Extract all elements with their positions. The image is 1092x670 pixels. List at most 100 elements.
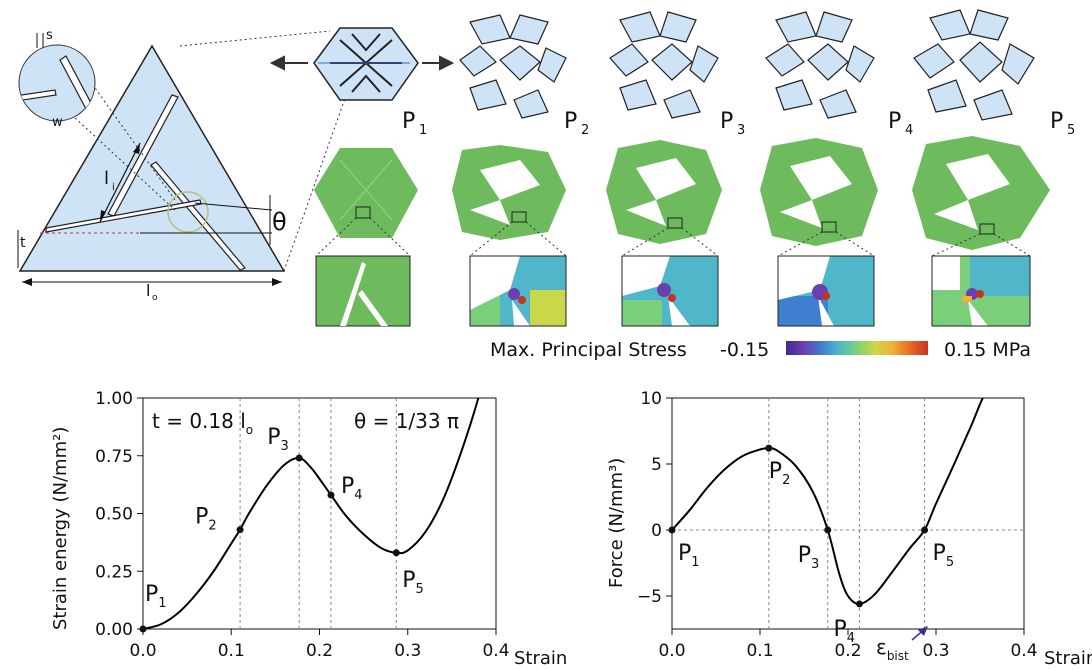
point-p4 [327, 491, 335, 499]
point-p1 [668, 526, 676, 534]
y-tick-label: 10 [640, 389, 662, 409]
annotation-theta: θ = 1/33 π [354, 409, 459, 433]
zoom-box-p4 [777, 255, 875, 327]
stress-maps [314, 136, 1050, 250]
curve-force [672, 398, 984, 605]
hex-pattern-row [269, 9, 1035, 121]
x-tick-label: 0.0 [658, 641, 685, 661]
detail-circle [167, 191, 209, 233]
x-tick-label: 0.3 [922, 641, 949, 661]
point-p5 [921, 526, 929, 534]
lo-label: l [146, 281, 150, 300]
state-labels: P 1 P 2 P 3 P 4 P 5 [402, 109, 1075, 138]
point-p2 [236, 526, 244, 534]
pattern-p2 [459, 14, 567, 119]
li-label: l [104, 168, 109, 189]
x-tick-label: 0.0 [129, 641, 156, 661]
y-tick-label: 0.75 [95, 447, 133, 467]
stress-map-p3 [606, 140, 722, 244]
y-tick-label: 0.00 [95, 620, 133, 640]
stress-map-p1 [314, 148, 418, 238]
y-tick-label: 5 [651, 455, 662, 475]
point-p1 [139, 625, 147, 633]
state-label-p1: P [402, 109, 415, 134]
x-tick-label: 0.1 [746, 641, 773, 661]
schematic: θ l i t l o s w [17, 28, 356, 303]
state-label-p5: P [1050, 109, 1063, 134]
ylabel-a: Strain energy (N/mm²) [50, 427, 71, 630]
x-tick-label: 0.2 [834, 641, 861, 661]
state-sub-p4: 4 [905, 123, 913, 138]
point-p5 [392, 549, 400, 557]
state-sub-p5: 5 [1067, 123, 1075, 138]
annotation-t: t = 0.18 lo [152, 409, 253, 437]
lo-sub: o [152, 293, 158, 303]
eps-bist-annotation: εbist [876, 626, 928, 663]
w-label: w [52, 115, 63, 130]
point-label-p5: P5 [933, 541, 955, 570]
y-tick-label: 1.00 [95, 389, 133, 409]
state-label-p4: P [888, 109, 901, 134]
y-tick-label: 0 [651, 521, 662, 541]
triangle-unit-cell [18, 44, 286, 272]
state-label-p3: P [720, 109, 733, 134]
colorbar-title: Max. Principal Stress [490, 339, 687, 361]
stress-map-p5 [912, 136, 1050, 250]
state-sub-p3: 3 [737, 123, 745, 138]
ticks-b: 0.0 0.1 0.2 0.3 0.4 −5 0 5 10 [637, 389, 1038, 661]
x-tick-label: 0.2 [306, 641, 333, 661]
t-label: t [20, 235, 26, 251]
svg-text:εbist: εbist [876, 635, 909, 663]
point-label-p1: P1 [678, 541, 700, 570]
s-label: s [46, 28, 53, 43]
vlines-a [239, 398, 397, 629]
colorbar: Max. Principal Stress -0.15 0.15 MPa [490, 339, 1031, 361]
point-p3 [295, 454, 303, 462]
point-label-p1: P1 [145, 582, 167, 611]
slit-group [45, 94, 246, 271]
point-label-p2: P2 [195, 505, 217, 534]
ylabel-b: Force (N/mm³) [606, 458, 627, 588]
point-label-p2: P2 [769, 459, 791, 488]
point-p2 [765, 444, 773, 452]
pattern-p5 [913, 9, 1035, 121]
y-tick-label: 0.25 [95, 562, 133, 582]
zoom-box-p1 [315, 255, 411, 327]
pattern-p3 [609, 11, 719, 119]
y-tick-label: −5 [637, 587, 662, 607]
point-label-p4: P4 [341, 474, 363, 503]
magnifier: s w [18, 28, 96, 130]
zoom-box-p2 [469, 255, 567, 327]
pattern-p1 [313, 27, 419, 101]
stress-map-p2 [452, 145, 566, 240]
stretch-arrows [269, 55, 455, 71]
point-label-p4: P4 [833, 617, 855, 646]
zoom-box-p5 [931, 255, 1031, 327]
point-p3 [824, 526, 832, 534]
colorbar-max: 0.15 MPa [944, 339, 1031, 361]
point-p4 [855, 600, 863, 608]
colorbar-gradient [786, 341, 928, 355]
pattern-p4 [765, 11, 875, 119]
xlabel-a: Strain [514, 648, 567, 669]
point-label-p3: P3 [798, 543, 820, 572]
curve-strain-energy [143, 398, 480, 629]
zoom-box-p3 [621, 255, 719, 327]
state-sub-p1: 1 [419, 123, 427, 138]
point-label-p5: P5 [402, 568, 424, 597]
state-sub-p2: 2 [581, 123, 589, 138]
colorbar-min: -0.15 [720, 339, 769, 361]
xlabel-b: Strain [1044, 648, 1092, 669]
zoom-lines [315, 217, 1031, 257]
x-tick-label: 0.4 [1010, 641, 1037, 661]
li-sub: i [112, 182, 115, 193]
state-label-p2: P [564, 109, 577, 134]
point-label-p3: P3 [267, 425, 289, 454]
vlines-b [672, 398, 1024, 629]
